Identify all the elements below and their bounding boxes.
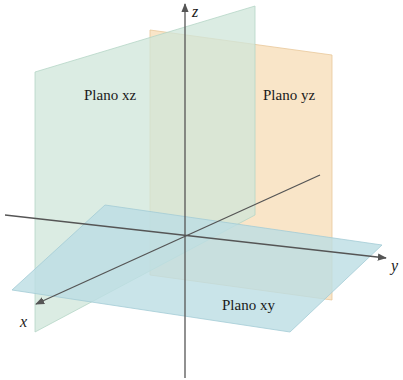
y-axis bbox=[5, 215, 386, 258]
axis-label: x bbox=[20, 314, 27, 330]
xy-plane bbox=[12, 205, 382, 332]
x-axis bbox=[36, 175, 320, 304]
plane-label: Plano xz bbox=[84, 88, 136, 103]
plane-label: Plano yz bbox=[263, 88, 315, 103]
axis-label: y bbox=[391, 258, 398, 274]
z-axis bbox=[184, 4, 185, 378]
plane-label: Plano xy bbox=[222, 298, 275, 313]
axis-label: z bbox=[192, 4, 198, 20]
